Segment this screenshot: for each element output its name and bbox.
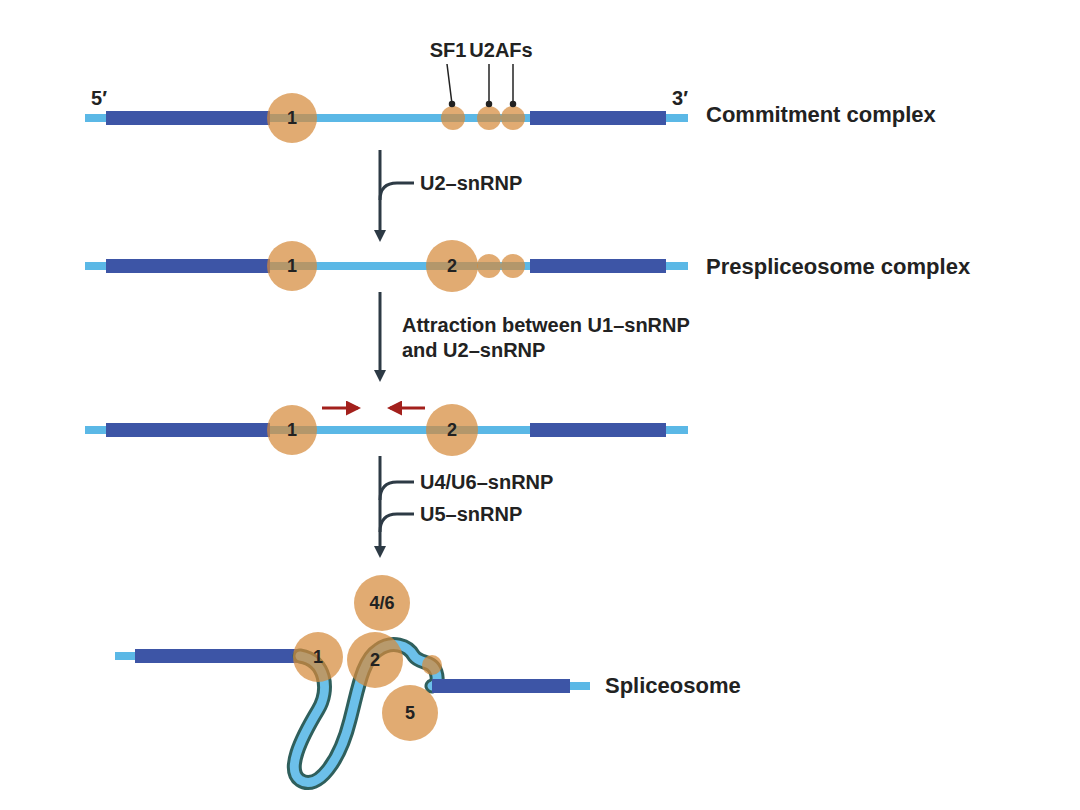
callout-number: 2	[370, 651, 380, 669]
diagram-label: U5–snRNP	[420, 502, 522, 527]
diagram-label: Spliceosome	[605, 672, 741, 700]
snrnp-circle: 1	[267, 241, 317, 291]
snrnp-circle: 5	[382, 685, 438, 741]
callout-number: 1	[287, 257, 297, 275]
diagram-label: 3′	[672, 86, 688, 111]
diagram-label: U2–snRNP	[420, 171, 522, 196]
leader-lines	[447, 64, 516, 107]
snrnp-circle: 4/6	[354, 575, 410, 631]
callout-number: 4/6	[369, 594, 394, 612]
snrnp-circle: 1	[267, 93, 317, 143]
snrnp-circle: 1	[267, 405, 317, 455]
attraction-arrows	[322, 407, 425, 410]
rna-strand	[85, 430, 688, 431]
callout-number: 1	[287, 421, 297, 439]
callout-number: 2	[447, 257, 457, 275]
snrnp-circle: 2	[426, 404, 478, 456]
diagram-label: U2AFs	[469, 38, 532, 63]
snrnp-circle: 2	[347, 632, 403, 688]
arrowheads	[374, 230, 386, 558]
small-factor-circles	[441, 106, 525, 130]
diagram-label: Commitment complex	[706, 101, 936, 129]
diagram-label: Attraction between U1–snRNP and U2–snRNP	[402, 313, 722, 363]
diagram-label: Prespliceosome complex	[706, 253, 970, 281]
callout-number: 1	[287, 109, 297, 127]
callout-number: 1	[313, 648, 323, 666]
rna-strand	[85, 254, 688, 278]
diagram-label: U4/U6–snRNP	[420, 470, 553, 495]
callout-number: 5	[405, 704, 415, 722]
rna-strand	[85, 118, 688, 119]
callout-number: 2	[447, 421, 457, 439]
snrnp-circle: 1	[293, 632, 343, 682]
diagram-label: 5′	[91, 86, 107, 111]
diagram-label: SF1	[430, 38, 467, 63]
snrnp-circle: 2	[426, 240, 478, 292]
